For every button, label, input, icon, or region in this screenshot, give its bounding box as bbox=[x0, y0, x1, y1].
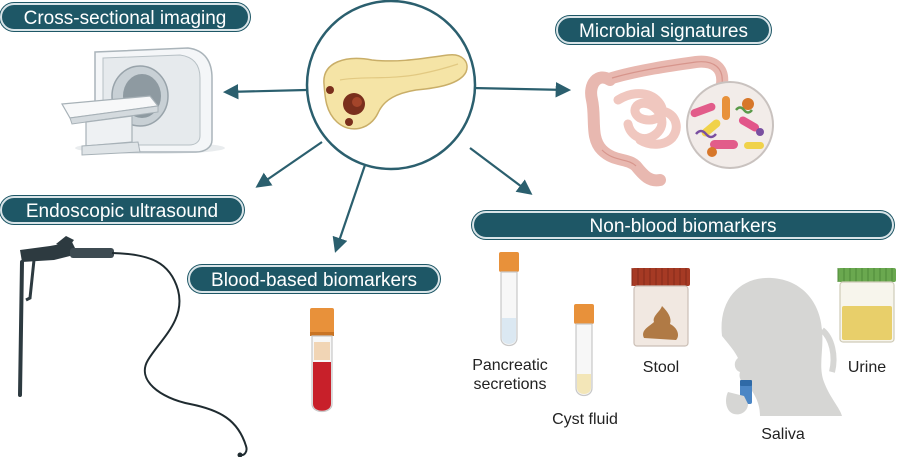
title-non-blood-biomarkers: Non-blood biomarkers bbox=[472, 211, 894, 239]
label-stool: Stool bbox=[642, 359, 680, 376]
stool-container-icon bbox=[631, 268, 690, 347]
arrow-to-endoscopic bbox=[255, 141, 323, 188]
bacteria-icon bbox=[686, 81, 774, 169]
label-cyst-fluid: Cyst fluid bbox=[552, 411, 618, 428]
person-silhouette-icon bbox=[721, 277, 842, 416]
arrow-to-blood bbox=[332, 164, 367, 253]
label-pancreatic-line1: Pancreatic bbox=[472, 357, 548, 374]
intestine-icon bbox=[585, 55, 729, 187]
title-microbial-signatures: Microbial signatures bbox=[556, 16, 771, 44]
urine-container-icon bbox=[837, 268, 896, 343]
title-endoscopic-ultrasound: Endoscopic ultrasound bbox=[0, 196, 244, 224]
sample-tube-icon bbox=[499, 252, 519, 347]
label-urine: Urine bbox=[847, 359, 887, 376]
pancreas-icon bbox=[305, 0, 477, 171]
connector-arrows bbox=[222, 82, 572, 253]
label-pancreatic-secretions: Pancreatic secretions bbox=[462, 356, 558, 394]
endoscope-icon bbox=[18, 236, 248, 457]
ct-scanner-icon bbox=[61, 47, 225, 156]
arrow-to-nonblood bbox=[469, 147, 533, 195]
sample-tube-icon bbox=[574, 304, 594, 397]
title-blood-based-biomarkers: Blood-based biomarkers bbox=[188, 265, 440, 293]
blood-tube-icon bbox=[310, 308, 334, 413]
arrow-to-microbial bbox=[471, 82, 572, 98]
arrow-to-ct bbox=[222, 83, 307, 100]
title-cross-sectional-imaging: Cross-sectional imaging bbox=[0, 3, 250, 31]
label-saliva: Saliva bbox=[761, 426, 805, 443]
label-pancreatic-line2: secretions bbox=[473, 376, 547, 393]
